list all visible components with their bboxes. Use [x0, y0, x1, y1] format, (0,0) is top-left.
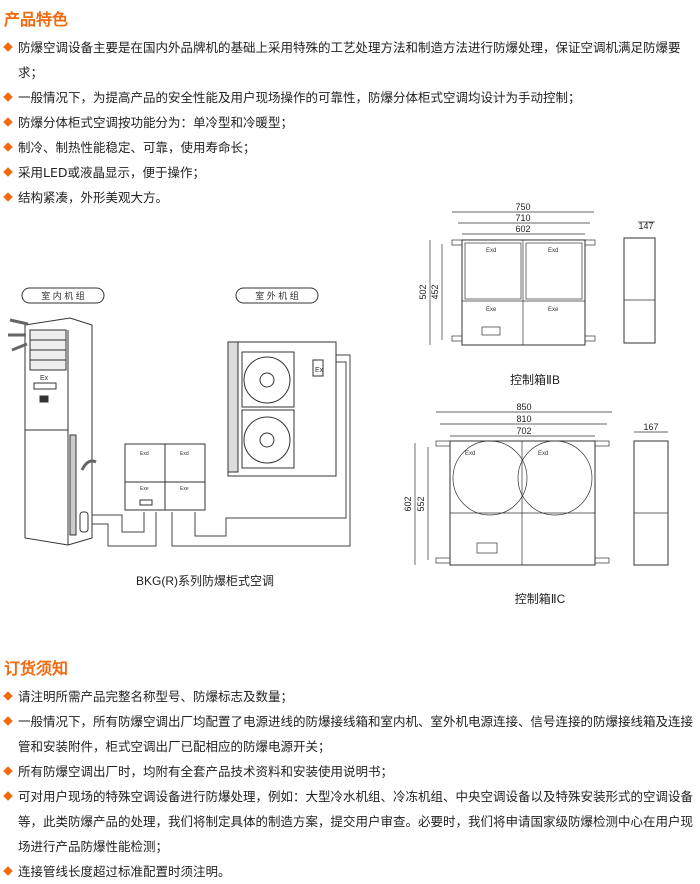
- item-text: 制冷、制热性能稳定、可靠，使用寿命长；: [18, 140, 256, 155]
- svg-text:552: 552: [416, 496, 426, 511]
- list-item: 防爆分体柜式空调按功能分为：单冷型和冷暖型；: [3, 110, 700, 135]
- diagram-caption: BKG(R)系列防爆柜式空调: [136, 573, 274, 588]
- item-text: 防爆分体柜式空调按功能分为：单冷型和冷暖型；: [18, 115, 294, 130]
- control-box-iib: 750 710 602 502 452 Exd Exd Exe Exe 147 …: [418, 202, 656, 387]
- svg-text:Exd: Exd: [465, 451, 475, 457]
- svg-text:452: 452: [430, 284, 440, 299]
- diamond-bullet-icon: [3, 766, 13, 776]
- list-item: 可对用户现场的特殊空调设备进行防爆处理，例如：大型冷水机组、冷冻机组、中央空调设…: [3, 784, 694, 859]
- ordering-title: 订货须知: [4, 659, 69, 678]
- outdoor-unit: Ex: [227, 341, 337, 477]
- box-c-caption: 控制箱ⅡC: [515, 591, 566, 606]
- svg-text:Exe: Exe: [180, 486, 189, 492]
- box-b-caption: 控制箱ⅡB: [510, 372, 560, 387]
- svg-text:Ex: Ex: [40, 375, 49, 382]
- svg-text:Exd: Exd: [486, 248, 496, 254]
- svg-text:室 内 机 组: 室 内 机 组: [41, 290, 85, 301]
- list-item: 所有防爆空调出厂时，均附有全套产品技术资料和安装使用说明书；: [3, 759, 694, 784]
- svg-text:702: 702: [516, 426, 531, 436]
- list-item: 一般情况下，所有防爆空调出厂均配置了电源进线的防爆接线箱和室内机、室外机电源连接…: [3, 709, 694, 759]
- svg-text:Exe: Exe: [140, 486, 149, 492]
- svg-text:502: 502: [418, 284, 428, 299]
- svg-text:Exd: Exd: [140, 451, 149, 457]
- diamond-bullet-icon: [3, 866, 13, 876]
- item-text: 所有防爆空调出厂时，均附有全套产品技术资料和安装使用说明书；: [18, 764, 394, 779]
- diamond-bullet-icon: [3, 92, 13, 102]
- list-item: 防爆空调设备主要是在国内外品牌机的基础上采用特殊的工艺处理方法和制造方法进行防爆…: [3, 35, 700, 85]
- item-text: 连接管线长度超过标准配置时须注明。: [18, 864, 231, 879]
- ordering-list: 请注明所需产品完整名称型号、防爆标志及数量； 一般情况下，所有防爆空调出厂均配置…: [3, 684, 694, 884]
- svg-text:602: 602: [403, 496, 413, 511]
- outdoor-label: 室 外 机 组: [235, 287, 319, 304]
- item-text: 采用LED或液晶显示，便于操作；: [18, 165, 205, 180]
- item-text: 可对用户现场的特殊空调设备进行防爆处理，例如：大型冷水机组、冷冻机组、中央空调设…: [18, 789, 694, 854]
- diamond-bullet-icon: [3, 117, 13, 127]
- item-text: 一般情况下，为提高产品的安全性能及用户现场操作的可靠性，防爆分体柜式空调均设计为…: [18, 90, 581, 105]
- list-item: 请注明所需产品完整名称型号、防爆标志及数量；: [3, 684, 694, 709]
- list-item: 一般情况下，为提高产品的安全性能及用户现场操作的可靠性，防爆分体柜式空调均设计为…: [3, 85, 700, 110]
- list-item: 结构紧凑，外形美观大方。: [3, 185, 700, 210]
- item-text: 请注明所需产品完整名称型号、防爆标志及数量；: [18, 689, 294, 704]
- svg-text:Exd: Exd: [538, 451, 548, 457]
- item-text: 结构紧凑，外形美观大方。: [18, 190, 169, 205]
- diamond-bullet-icon: [3, 691, 13, 701]
- features-list: 防爆空调设备主要是在国内外品牌机的基础上采用特殊的工艺处理方法和制造方法进行防爆…: [3, 35, 700, 210]
- diamond-bullet-icon: [3, 716, 13, 726]
- svg-text:167: 167: [643, 422, 658, 432]
- item-text: 一般情况下，所有防爆空调出厂均配置了电源进线的防爆接线箱和室内机、室外机电源连接…: [18, 714, 694, 754]
- junction-box: Exd Exd Exe Exe: [124, 443, 206, 511]
- indoor-label: 室 内 机 组: [21, 287, 105, 304]
- svg-text:室 外 机 组: 室 外 机 组: [255, 290, 299, 301]
- svg-text:750: 750: [515, 202, 530, 212]
- svg-text:Exe: Exe: [486, 307, 497, 313]
- diamond-bullet-icon: [3, 791, 13, 801]
- diamond-bullet-icon: [3, 142, 13, 152]
- svg-text:602: 602: [515, 224, 530, 234]
- svg-text:147: 147: [638, 221, 653, 231]
- list-item: 连接管线长度超过标准配置时须注明。: [3, 859, 694, 884]
- list-item: 采用LED或液晶显示，便于操作；: [3, 160, 700, 185]
- svg-text:850: 850: [516, 402, 531, 412]
- features-title: 产品特色: [4, 10, 69, 29]
- product-diagram: 室 内 机 组 室 外 机 组 Ex Ex Exd Exd Exe: [8, 202, 669, 606]
- svg-text:710: 710: [515, 213, 530, 223]
- indoor-unit: Ex: [8, 317, 97, 546]
- list-item: 制冷、制热性能稳定、可靠，使用寿命长；: [3, 135, 700, 160]
- svg-text:Exd: Exd: [548, 248, 558, 254]
- diamond-bullet-icon: [3, 167, 13, 177]
- diamond-bullet-icon: [3, 42, 13, 52]
- svg-text:Exe: Exe: [548, 307, 559, 313]
- svg-text:810: 810: [516, 414, 531, 424]
- control-box-iic: 850 810 702 602 552 Exd Exd 167 控制箱ⅡC: [403, 402, 669, 606]
- item-text: 防爆空调设备主要是在国内外品牌机的基础上采用特殊的工艺处理方法和制造方法进行防爆…: [18, 40, 681, 80]
- svg-text:Exd: Exd: [180, 451, 189, 457]
- svg-text:Ex: Ex: [315, 367, 324, 374]
